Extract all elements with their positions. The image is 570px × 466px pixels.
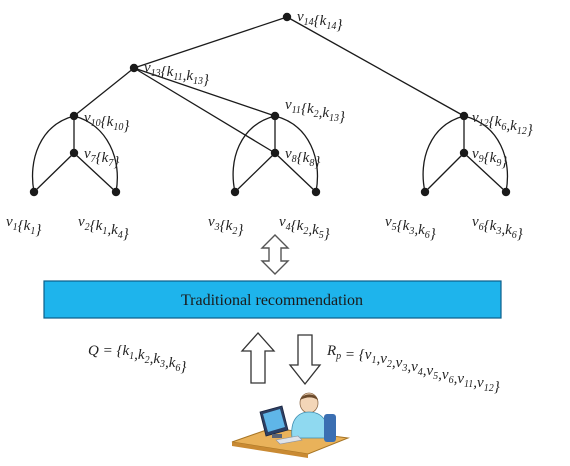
edge-v11-v3 <box>232 115 276 193</box>
edge-v10-v1 <box>31 115 75 193</box>
edge-v8-v4 <box>274 152 317 193</box>
down-arrow-icon <box>288 334 322 386</box>
tree-node-v11 <box>270 111 280 121</box>
node-label-v8: v8{k8} <box>285 146 320 170</box>
node-label-v4: v4{k2,k5} <box>279 214 330 242</box>
node-label-v3: v3{k2} <box>208 214 243 238</box>
up-arrow-icon <box>240 332 276 384</box>
edge-v9-v5 <box>424 152 465 193</box>
edge-v14-v12 <box>286 16 465 117</box>
query-set-label: Q = {k1,k2,k3,k6} <box>88 343 186 375</box>
edge-v11-v4 <box>274 115 319 193</box>
tree-node-v1 <box>29 187 39 197</box>
recommendation-box-label: Traditional recommendation <box>181 292 363 309</box>
edge-v9-v6 <box>463 152 507 193</box>
edge-v7-v1 <box>33 152 75 193</box>
node-label-v5: v5{k3,k6} <box>385 214 436 242</box>
edge-v14-v13 <box>133 16 288 69</box>
edge-v8-v3 <box>234 152 276 193</box>
edge-v13-v11 <box>133 67 276 117</box>
user-at-computer-icon <box>231 392 350 458</box>
edge-v13-v8 <box>133 67 276 154</box>
node-label-v14: v14{k14} <box>297 9 342 33</box>
node-label-v12: v12{k6,k12} <box>472 110 533 138</box>
tree-node-v9 <box>459 148 469 158</box>
node-label-v2: v2{k1,k4} <box>78 214 129 242</box>
node-label-v7: v7{k7} <box>84 146 119 170</box>
tree-edges <box>31 16 509 193</box>
tree-node-v4 <box>311 187 321 197</box>
node-label-v1: v1{k1} <box>6 214 41 238</box>
tree-node-v10 <box>69 111 79 121</box>
tree-node-v13 <box>129 63 139 73</box>
edge-v12-v6 <box>463 115 509 193</box>
double-vertical-arrow-icon <box>260 234 290 275</box>
node-label-v6: v6{k3,k6} <box>472 214 523 242</box>
tree-node-v7 <box>69 148 79 158</box>
node-label-v10: v10{k10} <box>84 110 129 134</box>
edge-v13-v10 <box>73 67 135 117</box>
tree-node-v6 <box>501 187 511 197</box>
tree-node-v5 <box>420 187 430 197</box>
tree-node-v12 <box>459 111 469 121</box>
tree-node-labels: v14{k14} v13{k11,k13} v10{k10} v7{k7} v1{k1}… <box>6 9 533 242</box>
tree-nodes <box>29 12 511 197</box>
node-label-v9: v9{k9} <box>472 146 507 170</box>
node-label-v13: v13{k11,k13} <box>144 60 209 88</box>
tree-node-v2 <box>111 187 121 197</box>
edge-v7-v2 <box>73 152 117 193</box>
tree-node-v8 <box>270 148 280 158</box>
edge-v12-v5 <box>422 115 465 193</box>
node-label-v11: v11{k2,k13} <box>285 97 345 125</box>
result-set-label: Rp = {v1,v2,v3,v4,v5,v6,v11,v12} <box>326 343 500 395</box>
edge-v10-v2 <box>73 115 118 193</box>
traditional-recommendation-box: Traditional recommendation <box>43 280 502 319</box>
tree-node-v3 <box>230 187 240 197</box>
tree-node-v14 <box>282 12 292 22</box>
